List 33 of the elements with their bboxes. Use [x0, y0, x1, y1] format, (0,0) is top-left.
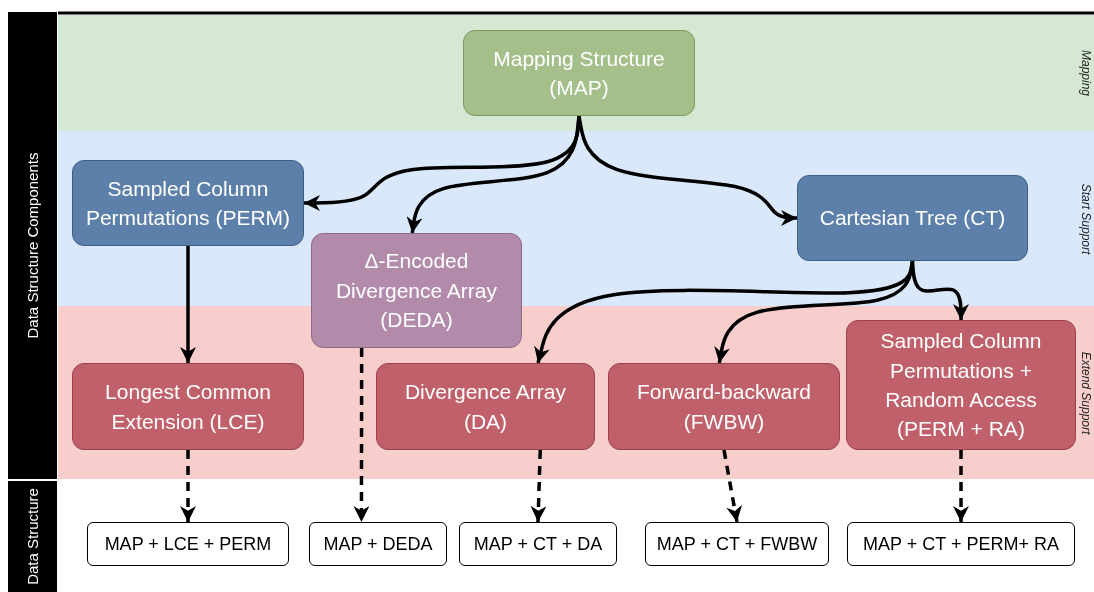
- row-header: Data Structure Components: [24, 152, 41, 339]
- row-header: Data Structure: [24, 488, 41, 585]
- side-header-bar: [8, 481, 57, 592]
- lane-band: [58, 15, 1094, 131]
- arrow: [406, 115, 581, 234]
- arrow: [577, 115, 797, 226]
- process-box: Forward-backward (FWBW): [608, 363, 840, 450]
- lane-label: Mapping: [1079, 50, 1093, 96]
- process-box: Cartesian Tree (CT): [797, 175, 1028, 261]
- process-box: Mapping Structure (MAP): [463, 30, 695, 116]
- arrow: [714, 260, 915, 364]
- result-box: MAP + CT + PERM+ RA: [847, 522, 1075, 566]
- process-box: Sampled Column Permutations (PERM): [72, 160, 304, 246]
- process-box: Divergence Array (DA): [376, 363, 595, 450]
- arrow: [353, 348, 370, 522]
- lane-label: Start Support: [1079, 183, 1093, 254]
- lane-label: Extend Support: [1079, 351, 1093, 434]
- arrow: [530, 449, 547, 523]
- arrow: [910, 260, 969, 320]
- result-box: MAP + DEDA: [309, 522, 447, 566]
- lane-band: [58, 306, 1094, 479]
- result-box: MAP + CT + DA: [459, 522, 617, 566]
- arrow: [953, 450, 969, 522]
- lane-band: [58, 131, 1094, 306]
- result-box: MAP + LCE + PERM: [87, 522, 289, 566]
- side-header-bar: [8, 12, 57, 479]
- result-box: MAP + CT + FWBW: [645, 522, 829, 566]
- arrow: [180, 450, 196, 522]
- process-box: Longest Common Extension (LCE): [72, 363, 304, 450]
- arrow: [722, 449, 743, 523]
- arrow: [180, 246, 196, 363]
- process-box: Δ-Encoded Divergence Array (DEDA): [311, 233, 522, 348]
- process-box: Sampled Column Permutations + Random Access (PERM + RA): [846, 320, 1076, 450]
